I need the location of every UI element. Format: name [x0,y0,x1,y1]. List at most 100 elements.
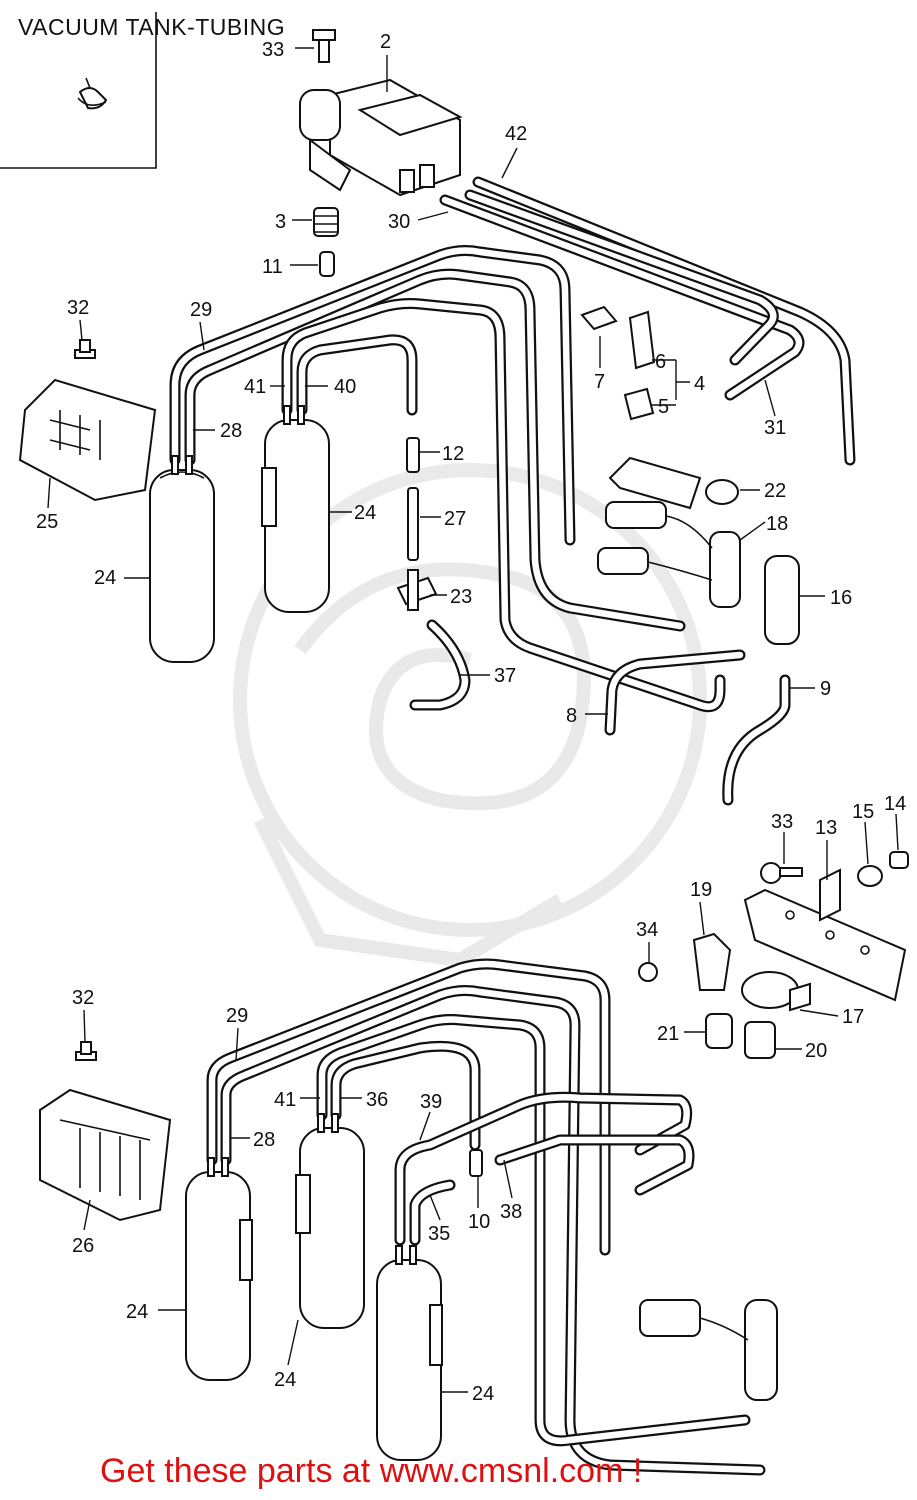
clip-7 [580,305,618,331]
tube-8 [604,649,746,736]
callout-32-upper: 32 [67,297,89,319]
callout-41-lower: 41 [274,1089,296,1111]
bolt-32-upper [74,339,96,359]
callout-33-top: 33 [262,39,284,61]
screw-33-middle [760,862,803,884]
control-valve-2 [299,78,463,197]
connector-12 [406,437,420,473]
tube-30 [439,194,805,401]
screw-33-top [312,29,336,63]
callout-14: 14 [884,793,906,815]
cap-22 [705,479,739,505]
vacuum-tank-24-lower-right [376,1245,443,1461]
callout-34: 34 [636,919,658,941]
callout-27: 27 [444,508,466,530]
tube-41-lower [316,1014,751,1447]
callout-33-middle: 33 [771,811,793,833]
callout-22: 22 [764,480,786,502]
callout-31: 31 [764,417,786,439]
bracket-holder [608,456,702,510]
bolt-32-lower [75,1041,97,1061]
callout-18: 18 [766,513,788,535]
spring-3 [313,207,339,237]
callout-10: 10 [468,1211,490,1233]
clip-6 [628,310,656,370]
callout-21: 21 [657,1023,679,1045]
solenoid-valve-18 [597,501,741,608]
tube-29-upper [169,245,576,546]
cap-14 [889,851,909,869]
tube-27 [407,487,419,561]
tube-35 [409,1179,456,1246]
callout-36: 36 [366,1089,388,1111]
callout-28-lower: 28 [253,1129,275,1151]
callout-2: 2 [380,31,391,53]
tube-36 [330,1040,481,1151]
nut-15 [857,865,883,887]
callout-32-lower: 32 [72,987,94,1009]
tee-joint-23 [396,569,438,611]
tube-28-upper [184,268,686,632]
callout-24-lower-middle: 24 [274,1369,296,1391]
vacuum-tank-24-lower-middle [295,1113,365,1329]
callout-37: 37 [494,665,516,687]
callout-labels: 33 2 42 30 3 11 32 29 7 6 4 5 31 41 40 2… [36,31,906,1405]
tube-29-lower [206,958,611,1256]
vacuum-tank-24-upper-right [261,405,330,613]
bracket-25 [18,378,157,502]
callout-7: 7 [594,371,605,393]
vacuum-tank-24-upper-left [149,455,215,663]
callout-28-upper: 28 [220,420,242,442]
tube-39 [394,1091,693,1246]
callout-5: 5 [658,396,669,418]
tube-37 [409,619,471,711]
callout-4: 4 [694,373,705,395]
callout-35: 35 [428,1223,450,1245]
callout-8: 8 [566,705,577,727]
vacuum-tank-24-lower-left [185,1157,253,1381]
callout-23: 23 [450,586,472,608]
callout-29-upper: 29 [190,299,212,321]
inset-box [0,12,157,169]
callout-24-upper-right: 24 [354,502,376,524]
clip-5 [623,387,655,421]
callout-9: 9 [820,678,831,700]
solenoid-bottom-right [639,1299,778,1401]
callout-12: 12 [442,443,464,465]
clamp-19 [692,932,732,991]
leader-lines [47,47,899,1393]
callout-17: 17 [842,1006,864,1028]
tube-9 [722,674,791,806]
callout-38: 38 [500,1201,522,1223]
tube-42 [472,176,856,466]
tube-41-upper [281,298,726,713]
tube-40 [296,334,418,416]
callout-20: 20 [805,1040,827,1062]
callout-42: 42 [505,123,527,145]
callout-24-lower-left: 24 [126,1301,148,1323]
callout-26: 26 [72,1235,94,1257]
callout-40: 40 [334,376,356,398]
bolt-34 [638,962,658,982]
clamp-17 [741,971,811,1012]
tube-38 [494,1134,695,1196]
callout-25: 25 [36,511,58,533]
callout-11: 11 [262,256,283,278]
rubber-21 [705,1013,733,1049]
callout-39: 39 [420,1091,442,1113]
callout-16: 16 [830,587,852,609]
solenoid-16 [764,555,800,645]
callout-29-lower: 29 [226,1005,248,1027]
callout-13: 13 [815,817,837,839]
callout-30: 30 [388,211,410,233]
bracket-26 [39,1088,172,1222]
tube-31 [464,189,779,366]
rubber-20 [744,1021,776,1059]
bracket-13 [743,868,907,1002]
callout-24-lower-right: 24 [472,1383,494,1405]
callout-41-upper: 41 [244,376,266,398]
connector-10 [469,1149,483,1177]
callout-15: 15 [852,801,874,823]
cap-11 [319,251,335,277]
